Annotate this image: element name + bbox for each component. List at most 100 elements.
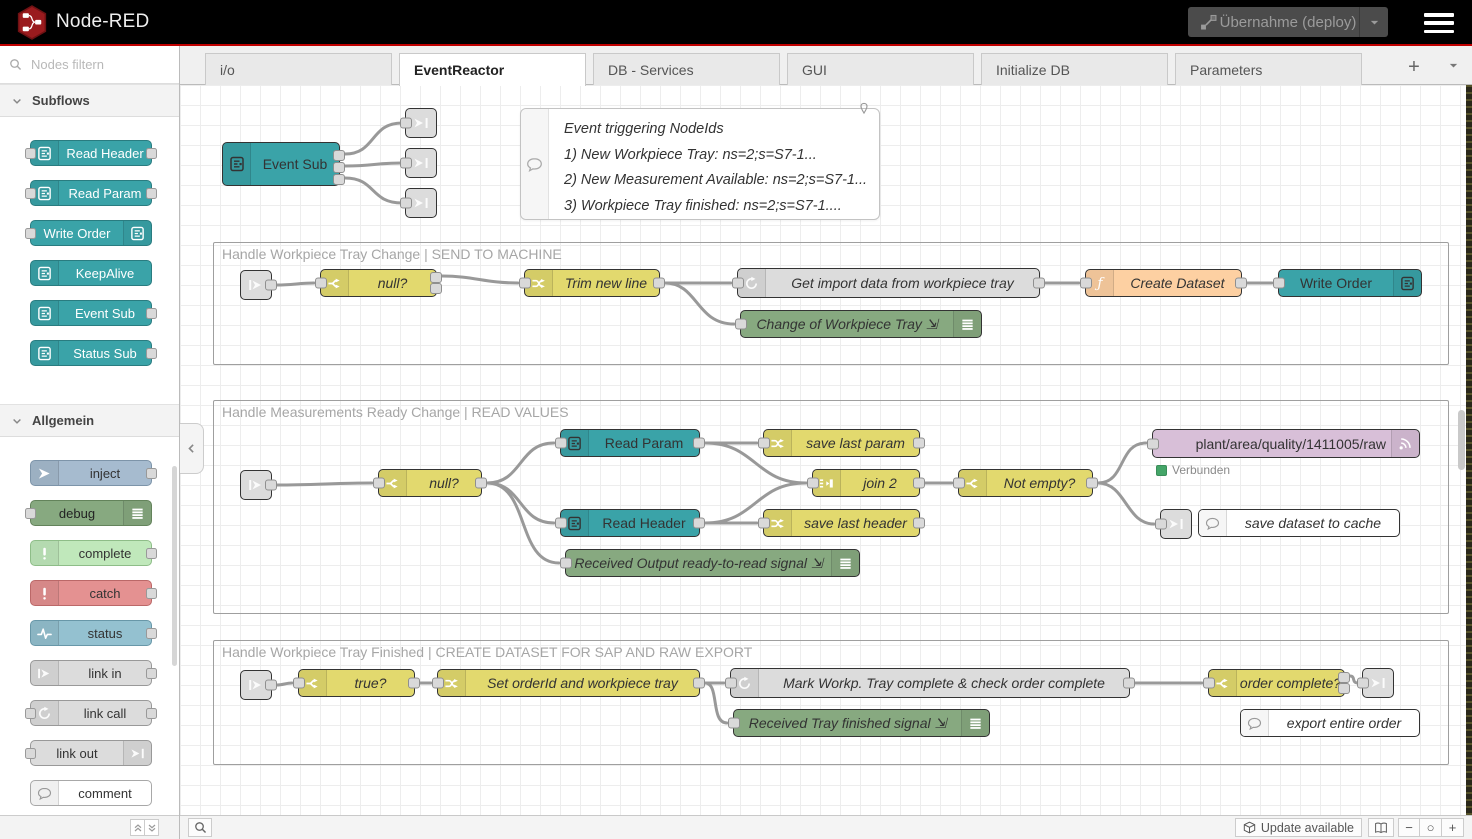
main-menu-button[interactable]: [1424, 13, 1454, 33]
node-subflow-write-order[interactable]: Write Order: [1273, 269, 1422, 297]
tab-parameters[interactable]: Parameters: [1175, 53, 1362, 85]
input-port[interactable]: [1155, 518, 1167, 530]
output-port[interactable]: [475, 477, 487, 489]
node-link-in[interactable]: [240, 470, 277, 500]
node-comment-export-order[interactable]: export entire order: [1240, 709, 1420, 737]
wire[interactable]: [485, 441, 556, 485]
input-port[interactable]: [519, 277, 531, 289]
input-port[interactable]: [432, 677, 444, 689]
wire[interactable]: [485, 481, 561, 565]
node-switch-null[interactable]: null?: [315, 269, 442, 297]
expand-all-button[interactable]: [144, 819, 159, 836]
palette-node-complete[interactable]: complete: [30, 540, 157, 566]
input-port[interactable]: [1203, 677, 1215, 689]
node-switch-null[interactable]: null?: [373, 469, 487, 497]
palette-node-write-order[interactable]: Write Order: [25, 220, 152, 246]
input-port[interactable]: [400, 157, 412, 169]
output-port[interactable]: [693, 677, 705, 689]
minimap-button[interactable]: [1368, 818, 1394, 837]
output-port[interactable]: [265, 279, 277, 291]
palette-node-read-param[interactable]: Read Param: [25, 180, 157, 206]
palette-node-link-out[interactable]: link out: [25, 740, 152, 766]
tab-eventreactor[interactable]: EventReactor: [399, 53, 586, 86]
node-switch-not-empty[interactable]: Not empty?: [953, 469, 1098, 497]
node-switch-true[interactable]: true?: [293, 669, 420, 697]
output-port[interactable]: [913, 437, 925, 449]
output-port[interactable]: [333, 150, 345, 161]
zoom-reset-button[interactable]: ○: [1420, 818, 1442, 837]
node-link-out[interactable]: [400, 188, 437, 218]
wire[interactable]: [1348, 674, 1360, 685]
wire[interactable]: [703, 441, 808, 485]
collapse-all-button[interactable]: [130, 819, 145, 836]
node-link-out[interactable]: [1155, 509, 1192, 539]
wire[interactable]: [1096, 481, 1156, 526]
palette-node-status-sub[interactable]: Status Sub: [30, 340, 157, 366]
input-port[interactable]: [807, 477, 819, 489]
input-port[interactable]: [293, 677, 305, 689]
node-change-set-orderid[interactable]: Set orderId and workpiece tray: [432, 669, 705, 697]
node-join-2[interactable]: join 2: [807, 469, 925, 497]
wire[interactable]: [1096, 441, 1148, 485]
output-port[interactable]: [693, 517, 705, 529]
input-port[interactable]: [555, 517, 567, 529]
input-port[interactable]: [400, 117, 412, 129]
input-port[interactable]: [560, 557, 572, 569]
wire[interactable]: [275, 481, 374, 487]
input-port[interactable]: [735, 318, 747, 330]
palette-node-debug[interactable]: debug: [25, 500, 152, 526]
note-event-trigger-ids[interactable]: Event triggering NodeIds 1) New Workpiec…: [520, 108, 880, 220]
tab-initialize-db[interactable]: Initialize DB: [981, 53, 1168, 85]
palette-node-link-call[interactable]: link call: [25, 700, 157, 726]
node-link-out[interactable]: [400, 108, 437, 138]
input-port[interactable]: [400, 197, 412, 209]
node-link-call-mark-complete[interactable]: Mark Workp. Tray complete & check order …: [725, 668, 1135, 698]
output-port[interactable]: [333, 162, 345, 173]
node-debug-change-of-tray[interactable]: Change of Workpiece Tray ⇲: [735, 310, 982, 338]
wire[interactable]: [275, 281, 316, 287]
zoom-in-button[interactable]: +: [1442, 818, 1464, 837]
group-tray-finished[interactable]: Handle Workpiece Tray Finished | CREATE …: [213, 640, 1449, 765]
node-event-sub[interactable]: Event Sub: [222, 142, 345, 186]
palette-node-keepalive[interactable]: KeepAlive: [30, 260, 152, 286]
palette-node-comment[interactable]: comment: [30, 780, 152, 806]
node-switch-order-complete[interactable]: order complete?: [1203, 669, 1350, 697]
output-port[interactable]: [265, 479, 277, 491]
tab-gui[interactable]: GUI: [787, 53, 974, 85]
input-port[interactable]: [725, 677, 737, 689]
node-link-in[interactable]: [240, 270, 277, 300]
node-function-create-dataset[interactable]: Create Dataset: [1080, 269, 1247, 297]
input-port[interactable]: [728, 717, 740, 729]
input-port[interactable]: [758, 437, 770, 449]
input-port[interactable]: [1357, 677, 1369, 689]
wire[interactable]: [343, 161, 404, 168]
palette-node-read-header[interactable]: Read Header: [25, 140, 157, 166]
sidebar-collapse-handle[interactable]: [180, 423, 204, 474]
input-port[interactable]: [315, 277, 327, 289]
palette-search-input[interactable]: [29, 56, 161, 73]
flow-canvas[interactable]: Handle Workpiece Tray Change | SEND TO M…: [180, 85, 1472, 815]
node-debug-received-output[interactable]: Received Output ready-to-read signal ⇲: [560, 549, 860, 577]
update-available-button[interactable]: Update available: [1234, 818, 1362, 837]
node-link-out[interactable]: [1357, 668, 1394, 698]
input-port[interactable]: [953, 477, 965, 489]
output-port[interactable]: [913, 477, 925, 489]
palette-scrollbar[interactable]: [172, 466, 177, 666]
output-port[interactable]: [265, 679, 277, 691]
tab-db-services[interactable]: DB - Services: [593, 53, 780, 85]
input-port[interactable]: [1080, 277, 1092, 289]
node-subflow-read-param[interactable]: Read Param: [555, 429, 705, 457]
search-flows-button[interactable]: [188, 818, 212, 837]
wire[interactable]: [703, 681, 729, 725]
node-link-out[interactable]: [400, 148, 437, 178]
tab-menu-button[interactable]: [1447, 59, 1460, 77]
wire[interactable]: [343, 121, 404, 156]
add-flow-button[interactable]: +: [1400, 54, 1428, 80]
output-port[interactable]: [1338, 683, 1350, 694]
output-port[interactable]: [653, 277, 665, 289]
palette-node-catch[interactable]: catch: [30, 580, 157, 606]
palette-node-event-sub[interactable]: Event Sub: [30, 300, 157, 326]
input-port[interactable]: [373, 477, 385, 489]
wire[interactable]: [343, 176, 404, 205]
input-port[interactable]: [732, 277, 744, 289]
